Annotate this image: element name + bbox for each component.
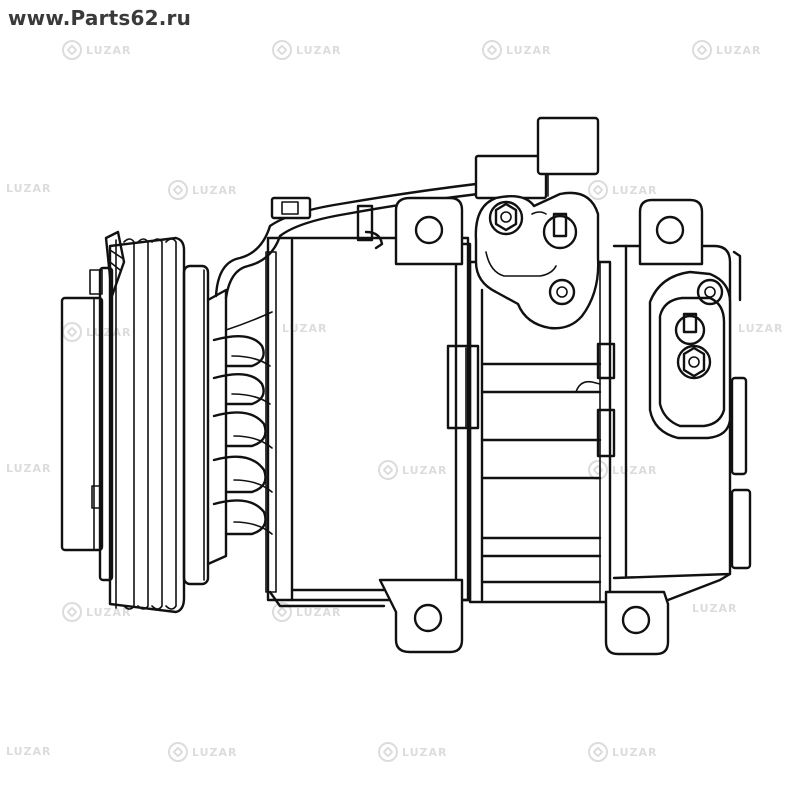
mount-ear-top-left bbox=[394, 196, 464, 266]
main-body bbox=[265, 236, 480, 608]
mount-ear-bottom-right bbox=[604, 572, 732, 656]
mount-ear-top-right bbox=[638, 198, 704, 266]
side-fitting-block bbox=[648, 270, 732, 440]
pulley bbox=[104, 230, 210, 614]
site-url-text: www.Parts62.ru bbox=[8, 6, 192, 30]
front-housing bbox=[206, 288, 273, 566]
clutch-plate bbox=[60, 266, 114, 582]
wire-harness bbox=[214, 116, 600, 300]
mount-ear-bottom-left bbox=[378, 578, 464, 654]
rear-housing bbox=[612, 244, 752, 580]
service-port-block bbox=[474, 191, 600, 330]
